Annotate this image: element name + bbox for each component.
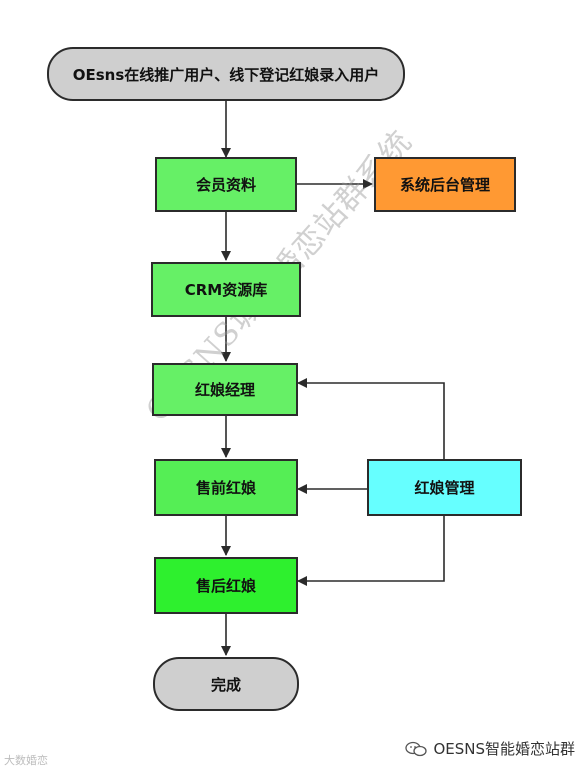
node-matchmaker-admin[interactable]: 红娘管理 <box>367 459 522 516</box>
node-matchmaker-manager[interactable]: 红娘经理 <box>152 363 298 416</box>
node-crm-pool[interactable]: CRM资源库 <box>151 262 301 317</box>
node-start-label: OEsns在线推广用户、线下登记红娘录入用户 <box>72 65 380 84</box>
footer-right-text: OESNS智能婚恋站群 <box>433 740 575 758</box>
node-crm-pool-label: CRM资源库 <box>184 281 268 299</box>
footer-account-credit: OESNS智能婚恋站群 <box>405 738 575 759</box>
footer-left-watermark: 大数婚恋 <box>4 752 48 768</box>
node-backend-admin-label: 系统后台管理 <box>399 176 490 194</box>
node-member-info-label: 会员资料 <box>195 176 256 194</box>
edge-admin-to-manager <box>297 378 445 459</box>
node-presale-matchmaker-label: 售前红娘 <box>195 479 256 497</box>
wechat-icon <box>405 741 428 756</box>
node-start[interactable]: OEsns在线推广用户、线下登记红娘录入用户 <box>47 47 405 101</box>
node-aftersale-matchmaker-label: 售后红娘 <box>195 577 256 595</box>
node-matchmaker-admin-label: 红娘管理 <box>414 479 475 497</box>
node-backend-admin[interactable]: 系统后台管理 <box>374 157 516 212</box>
node-presale-matchmaker[interactable]: 售前红娘 <box>154 459 298 516</box>
node-aftersale-matchmaker[interactable]: 售后红娘 <box>154 557 298 614</box>
node-member-info[interactable]: 会员资料 <box>155 157 297 212</box>
node-done[interactable]: 完成 <box>153 657 299 711</box>
edge-admin-to-aftersale <box>297 516 445 586</box>
node-done-label: 完成 <box>210 675 241 694</box>
node-matchmaker-manager-label: 红娘经理 <box>194 381 255 399</box>
footer-left-text: 大数婚恋 <box>4 754 48 767</box>
